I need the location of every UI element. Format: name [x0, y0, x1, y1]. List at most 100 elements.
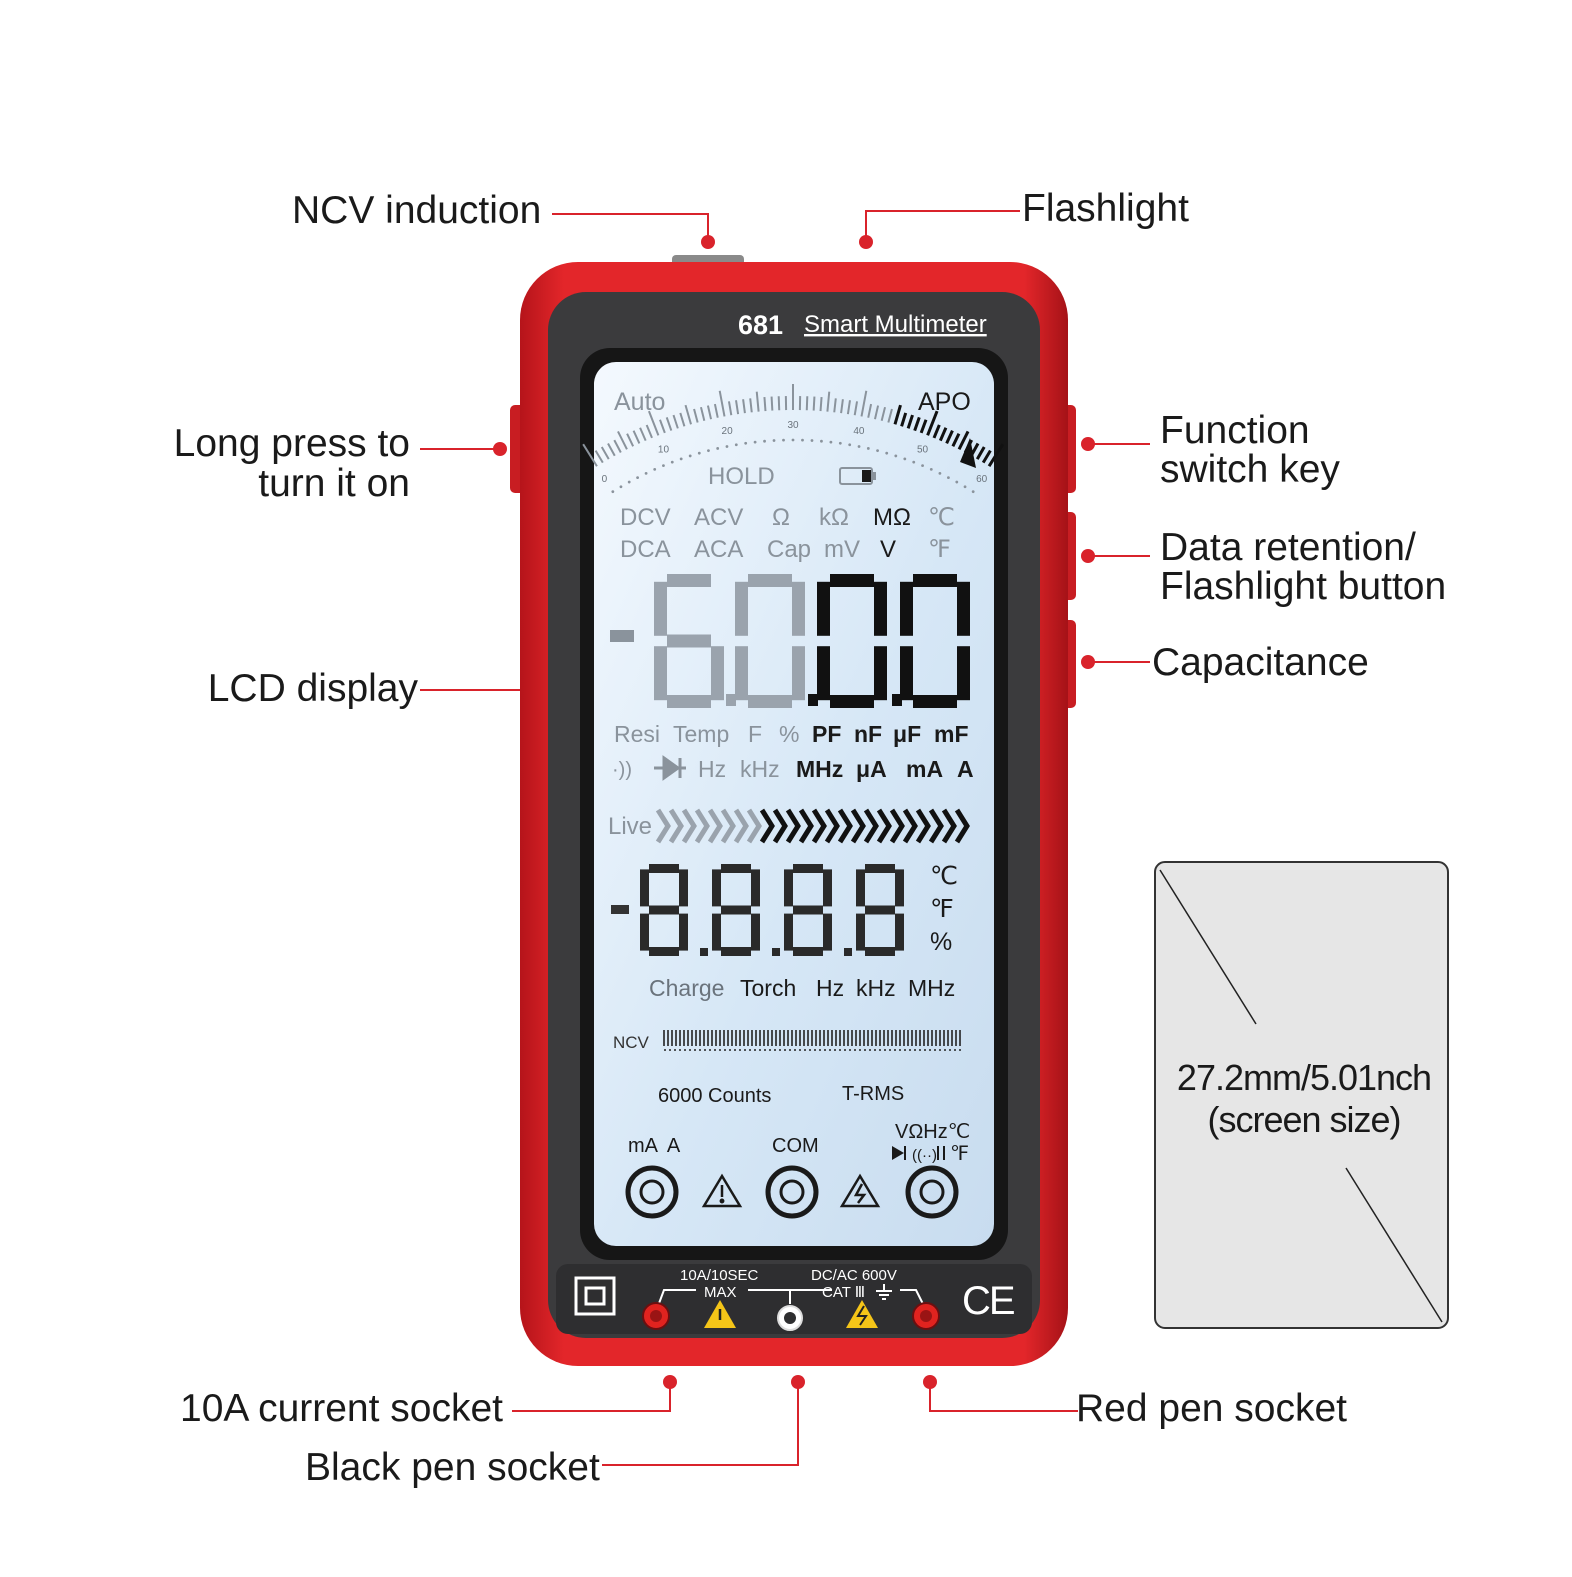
- scale-dot: [848, 443, 851, 446]
- label-10a-socket: 10A current socket: [180, 1389, 503, 1429]
- rating-left-2: MAX: [704, 1284, 737, 1301]
- digit-segment: [721, 864, 751, 873]
- scale-dot: [680, 458, 683, 461]
- sub-unit-label: ℃: [930, 862, 958, 890]
- scale-tick-label: 60: [976, 474, 988, 485]
- scale-dot: [628, 481, 631, 484]
- mode-label: ACV: [694, 504, 743, 531]
- unit-label: F: [748, 721, 762, 747]
- scale-dot: [921, 464, 924, 467]
- screen-size-card: 27.2mm/5.01nch (screen size): [1155, 862, 1448, 1328]
- unit-label: μF: [893, 721, 921, 747]
- digit-segment: [793, 906, 823, 915]
- scale-tick: [807, 396, 808, 410]
- scale-tick: [764, 397, 765, 411]
- scale-tick: [814, 397, 815, 411]
- digit-segment: [913, 695, 957, 708]
- digit-segment: [667, 574, 711, 587]
- unit-label: A: [957, 756, 974, 782]
- digit-segment: [865, 864, 895, 873]
- leader-red: [930, 1382, 1078, 1411]
- digit-segment: [895, 869, 904, 906]
- sub-label: MHz: [908, 975, 955, 1001]
- digit-segment: [679, 914, 688, 951]
- model-name: Smart Multimeter: [804, 311, 987, 338]
- label-function-2: switch key: [1160, 450, 1340, 490]
- mode-label: DCV: [620, 504, 671, 531]
- digit-segment: [874, 582, 887, 636]
- digit-segment: [654, 582, 667, 636]
- scale-tick-label: 50: [917, 444, 929, 455]
- screen-size-line1: 27.2mm/5.01nch: [1177, 1057, 1431, 1098]
- dot-red: [923, 1375, 937, 1389]
- digit-segment: [823, 914, 832, 951]
- lcd-screen: [594, 362, 994, 1246]
- scale-dot: [698, 452, 701, 455]
- label-data-retention-2: Flashlight button: [1160, 567, 1446, 607]
- scale-dot: [820, 440, 823, 443]
- digit-segment: [649, 864, 679, 873]
- scale-tick: [779, 396, 780, 410]
- label-capacitance: Capacitance: [1152, 643, 1369, 683]
- socket-10a[interactable]: [643, 1303, 669, 1329]
- dot-data: [1081, 549, 1095, 563]
- label-data-retention-1: Data retention/: [1160, 528, 1416, 568]
- label-function-1: Function: [1160, 411, 1310, 451]
- unit-label: Temp: [673, 721, 729, 747]
- screen-size-line2: (screen size): [1207, 1099, 1400, 1140]
- scale-dot: [839, 442, 842, 445]
- ce-mark: CE: [962, 1279, 1014, 1323]
- lcd-auto: Auto: [614, 388, 665, 416]
- digit-segment: [784, 869, 793, 906]
- scale-tick-label: 10: [658, 444, 670, 455]
- scale-dot: [782, 439, 785, 442]
- dot-long-press: [493, 442, 507, 456]
- leader-ncv: [552, 214, 708, 242]
- scale-dot: [885, 452, 888, 455]
- scale-dot: [636, 476, 639, 479]
- scale-dot: [653, 468, 656, 471]
- digit-segment: [817, 646, 830, 700]
- decimal-point: [772, 948, 780, 956]
- digit-segment: [748, 695, 792, 708]
- digit-segment: [649, 947, 679, 956]
- digit-segment: [640, 914, 649, 951]
- socket-red[interactable]: [913, 1303, 939, 1329]
- unit-label: mA: [906, 756, 943, 782]
- lcd-counts: 6000 Counts: [658, 1085, 771, 1107]
- sub-unit-label: %: [930, 928, 952, 956]
- digit-segment: [735, 646, 748, 700]
- sub-label: Hz: [816, 975, 844, 1001]
- scale-dot: [955, 481, 958, 484]
- digit-segment: [865, 947, 895, 956]
- digit-segment: [900, 646, 913, 700]
- scale-dot: [939, 472, 942, 475]
- digit-segment: [679, 869, 688, 906]
- decimal-point: [700, 948, 708, 956]
- digit-segment: [856, 914, 865, 951]
- jack-label-com: COM: [772, 1135, 819, 1157]
- mode-label: ℉: [928, 536, 951, 563]
- scale-dot: [801, 439, 804, 442]
- unit-label: Resi: [614, 721, 660, 747]
- jack-label-left: mA A: [628, 1135, 681, 1157]
- label-long-press-1: Long press to: [110, 424, 410, 464]
- sub-minus-sign: [611, 905, 629, 914]
- scale-dot: [894, 455, 897, 458]
- scale-dot: [744, 442, 747, 445]
- scale-dot: [735, 443, 738, 446]
- mode-label: DCA: [620, 536, 671, 563]
- mode-label: ACA: [694, 536, 743, 563]
- continuity-icon: ·)): [612, 759, 632, 781]
- scale-dot: [947, 476, 950, 479]
- digit-segment: [865, 906, 895, 915]
- dot-function: [1081, 437, 1095, 451]
- label-black-pen: Black pen socket: [305, 1448, 600, 1488]
- mode-label: V: [880, 536, 896, 563]
- jack-label-right: VΩHz℃: [895, 1121, 970, 1143]
- scale-dot: [858, 445, 861, 448]
- jack-label-right-2: ℉: [950, 1143, 969, 1165]
- socket-com[interactable]: [778, 1306, 802, 1330]
- scale-dot: [689, 455, 692, 458]
